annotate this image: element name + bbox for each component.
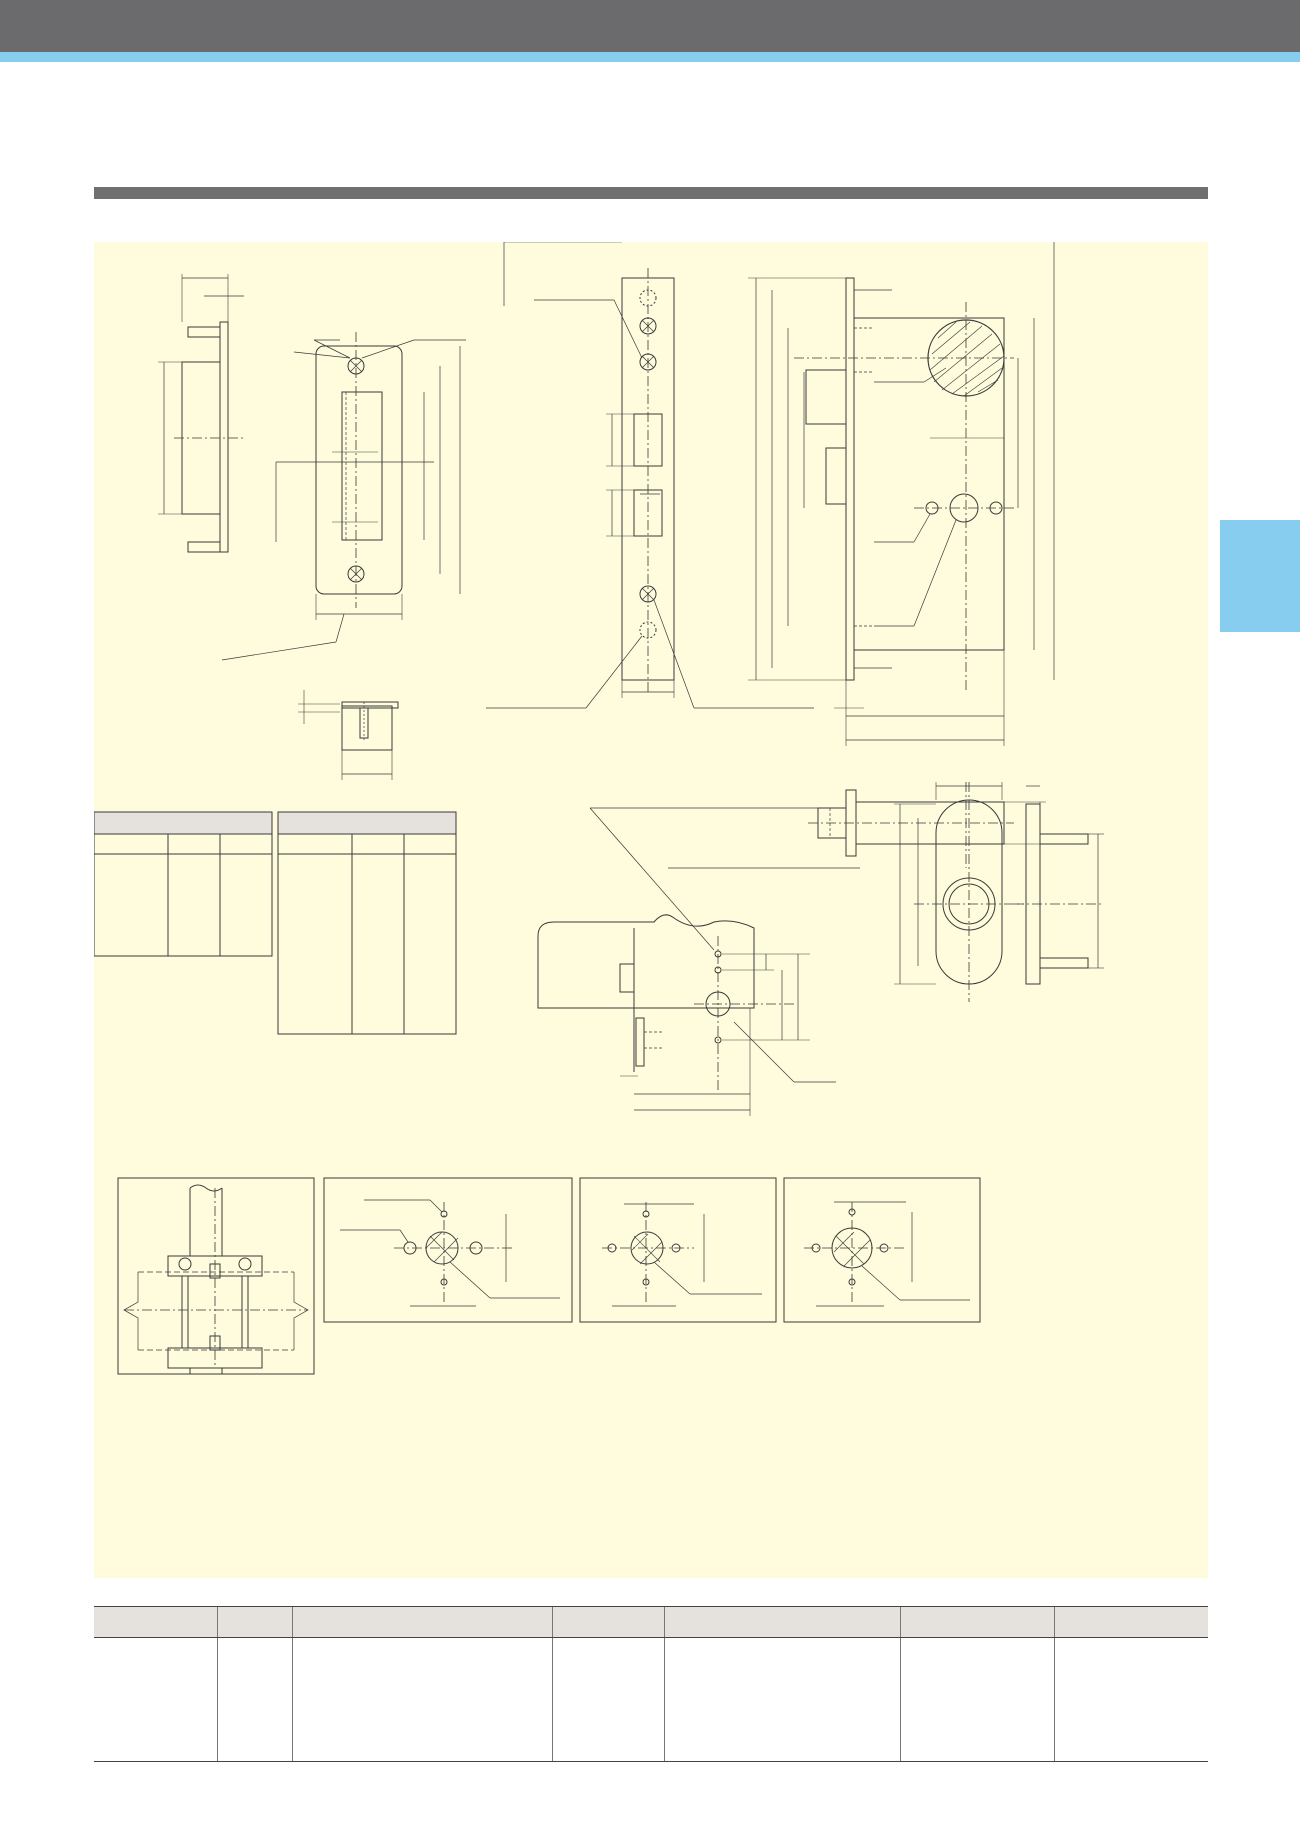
- escutcheon-front-view: [894, 782, 1024, 1002]
- spec-col-2-header: [216, 1606, 292, 1638]
- spec-cell: [291, 1637, 552, 1762]
- spec-cell: [94, 1637, 217, 1762]
- lock-body-side-view: [748, 242, 1054, 746]
- strike-front-view: [222, 332, 466, 660]
- spec-col-4-header: [551, 1606, 664, 1638]
- dimension-table-2: [278, 812, 456, 1034]
- spec-cell: [899, 1637, 1054, 1762]
- spec-table-header-row: [94, 1606, 1208, 1638]
- spec-col-6-header: [899, 1606, 1054, 1638]
- technical-drawing: [94, 242, 1208, 1578]
- spec-cell: [551, 1637, 664, 1762]
- section-divider-bar: [94, 187, 1208, 199]
- top-header-bar: [0, 0, 1300, 52]
- drawing-panel: [94, 242, 1208, 1578]
- lock-body-top-view: [808, 782, 1046, 868]
- table-row: [94, 1637, 1208, 1762]
- dimension-table-1: [94, 812, 272, 956]
- through-bolt-section: [118, 1178, 314, 1374]
- drilling-template-b: [580, 1178, 776, 1322]
- spec-cell: [1053, 1637, 1208, 1762]
- door-edge-drilling: [538, 808, 860, 1116]
- drilling-template-a: [324, 1178, 572, 1322]
- spec-col-5-header: [663, 1606, 900, 1638]
- strike-bottom-view: [298, 690, 398, 780]
- drilling-template-c: [784, 1178, 980, 1322]
- spec-col-3-header: [291, 1606, 552, 1638]
- escutcheon-side-view: [1014, 786, 1104, 984]
- chapter-side-tab[interactable]: [1220, 520, 1300, 632]
- strike-side-view: [158, 274, 244, 552]
- top-header-accent-stripe: [0, 52, 1300, 62]
- spec-col-7-header: [1053, 1606, 1208, 1638]
- spec-cell: [663, 1637, 900, 1762]
- spec-table: [94, 1606, 1208, 1762]
- faceplate-front-view: [486, 242, 814, 708]
- spec-col-1-header: [94, 1606, 217, 1638]
- spec-cell: [216, 1637, 292, 1762]
